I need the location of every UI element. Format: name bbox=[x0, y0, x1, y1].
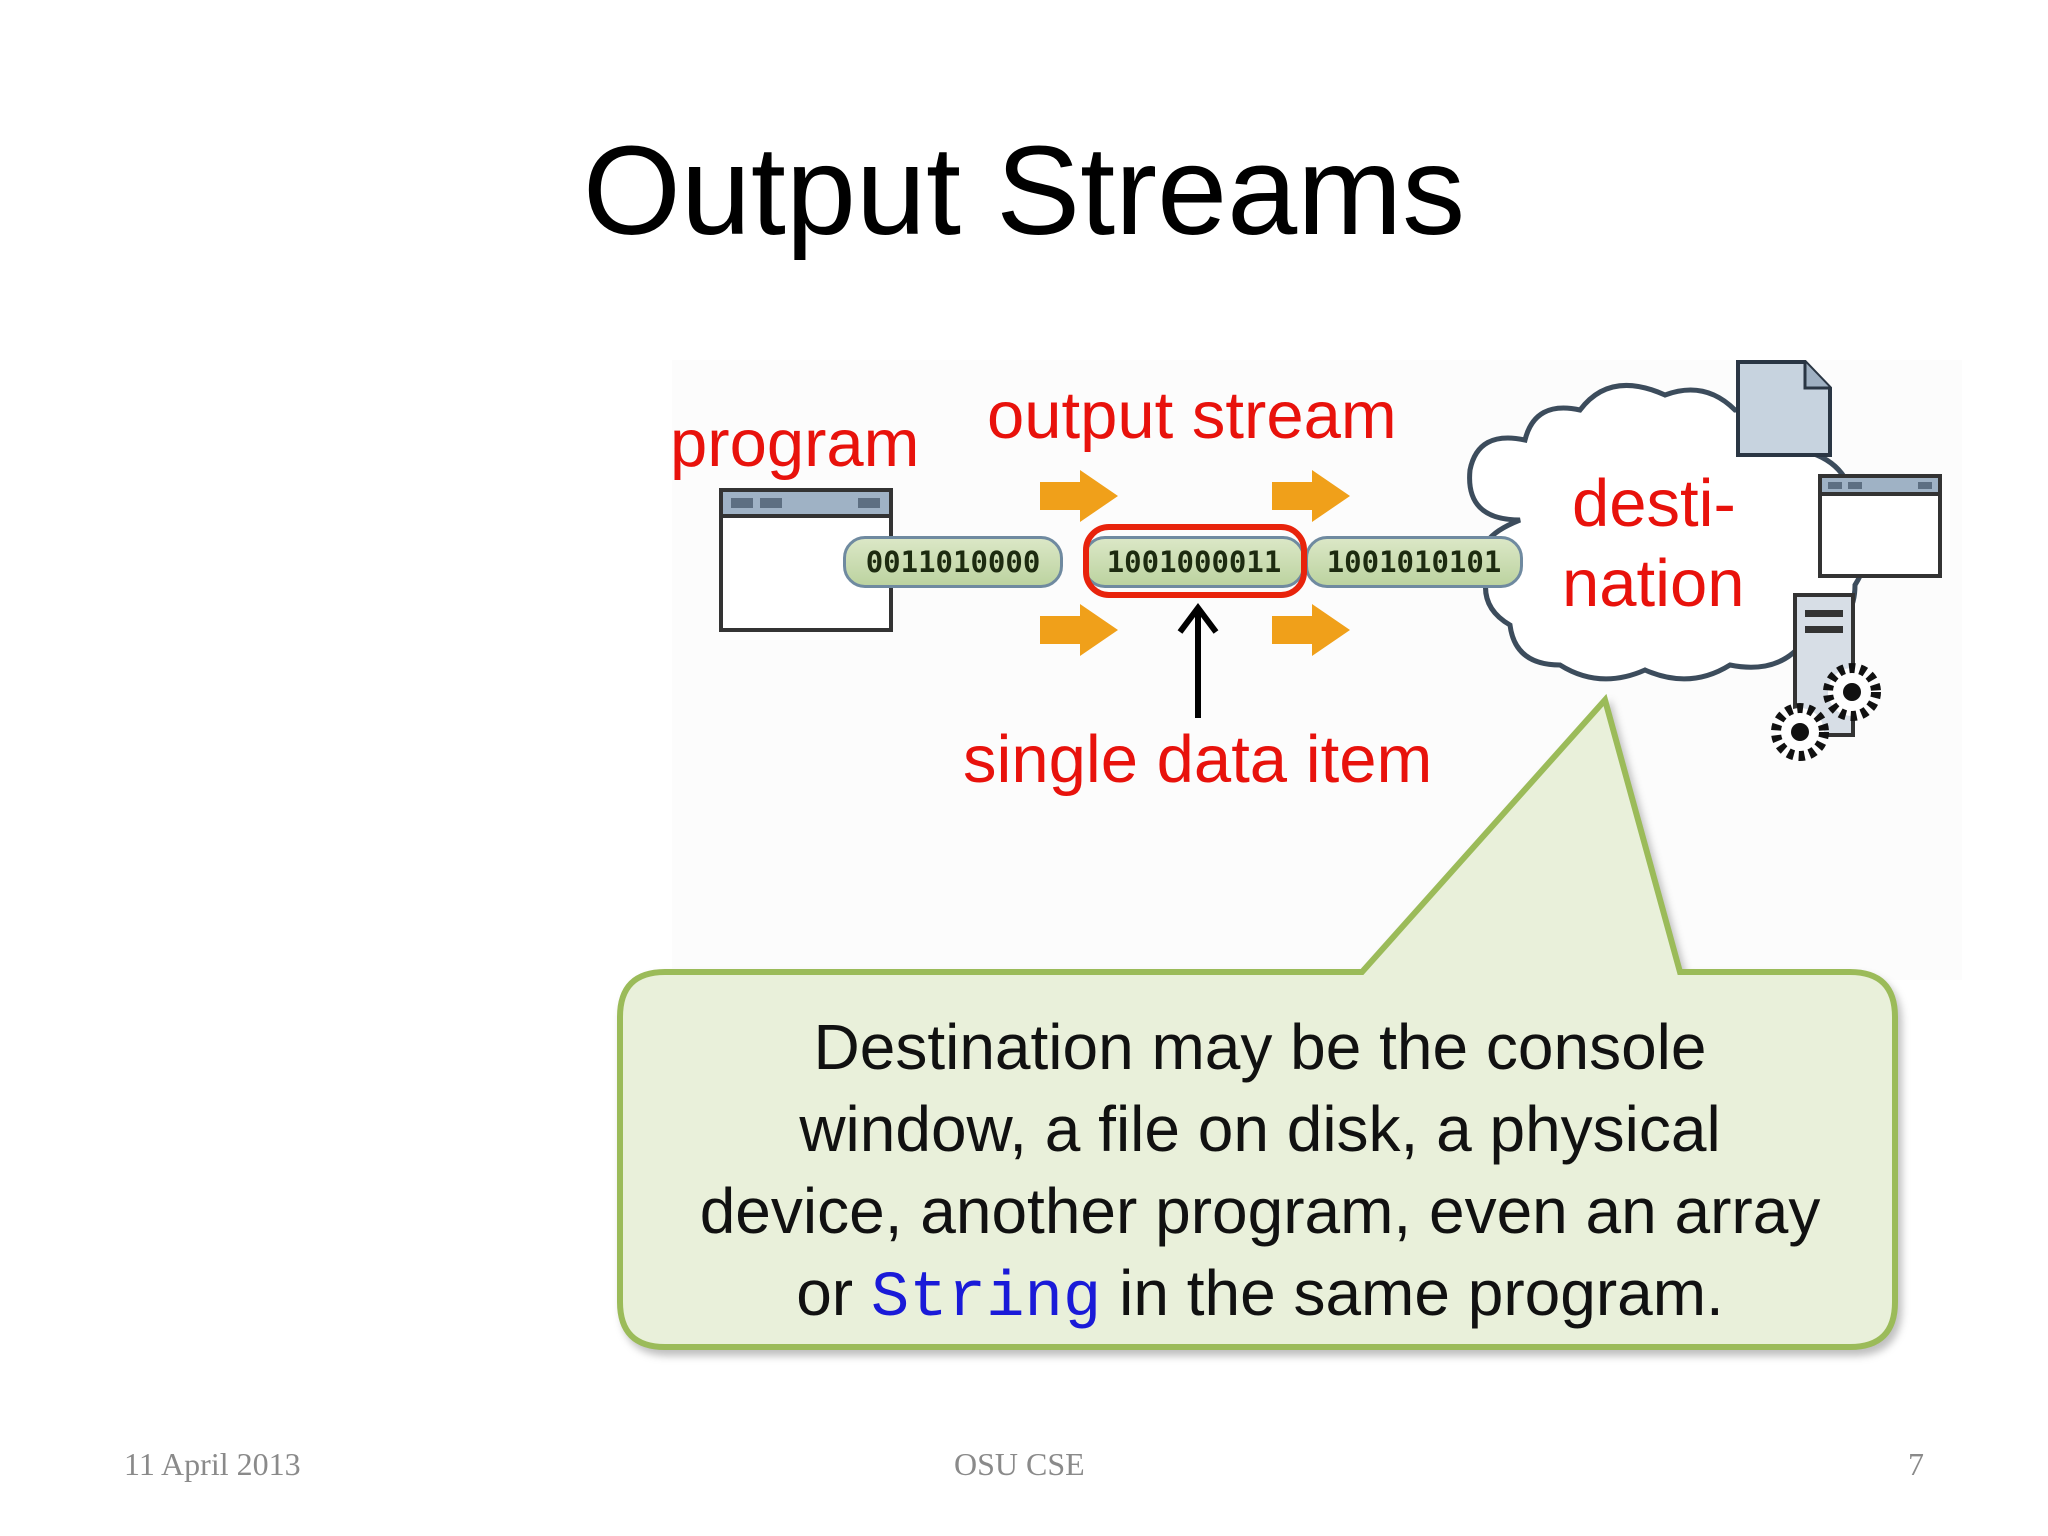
label-output-stream: output stream bbox=[987, 378, 1397, 453]
stream-segment: 1001010101 bbox=[1305, 536, 1523, 588]
label-single-data-item: single data item bbox=[963, 722, 1433, 797]
item-pointer-arrow bbox=[1177, 603, 1219, 718]
page-number: 7 bbox=[1908, 1446, 1924, 1482]
callout-text-fragment: or bbox=[796, 1257, 871, 1329]
window-icon bbox=[1818, 474, 1942, 578]
stream-segment: 0011010000 bbox=[843, 536, 1063, 588]
code-string-keyword: String bbox=[870, 1263, 1102, 1335]
program-window-icon bbox=[719, 488, 893, 632]
callout-text-fragment: in the same program. bbox=[1101, 1257, 1724, 1329]
gear-icon bbox=[1771, 703, 1829, 761]
arrow-icon bbox=[1272, 470, 1350, 522]
label-program: program bbox=[670, 406, 920, 481]
stream-segment-highlighted: 1001000011 bbox=[1083, 536, 1305, 588]
callout-line: window, a file on disk, a physical bbox=[799, 1093, 1721, 1165]
callout-bubble bbox=[617, 693, 1898, 1350]
arrow-icon bbox=[1040, 470, 1118, 522]
callout-text: Destination may be the console window, a… bbox=[620, 1006, 1900, 1340]
label-destination-line2: nation bbox=[1562, 546, 1745, 621]
footer-center: OSU CSE bbox=[954, 1446, 1085, 1482]
arrow-icon bbox=[1272, 604, 1350, 656]
stream-direction-arrows bbox=[1040, 470, 1350, 656]
document-icon bbox=[1736, 360, 1832, 457]
arrow-icon bbox=[1040, 604, 1118, 656]
slide-title: Output Streams bbox=[582, 120, 1466, 261]
single-item-highlight-ring bbox=[1083, 524, 1307, 598]
callout-line: Destination may be the console bbox=[813, 1011, 1707, 1083]
gear-icon bbox=[1823, 663, 1881, 721]
callout-line: or String in the same program. bbox=[620, 1252, 1900, 1340]
footer-date: 11 April 2013 bbox=[124, 1446, 301, 1482]
callout-line: device, another program, even an array bbox=[699, 1175, 1821, 1247]
label-destination-line1: desti- bbox=[1572, 466, 1736, 541]
